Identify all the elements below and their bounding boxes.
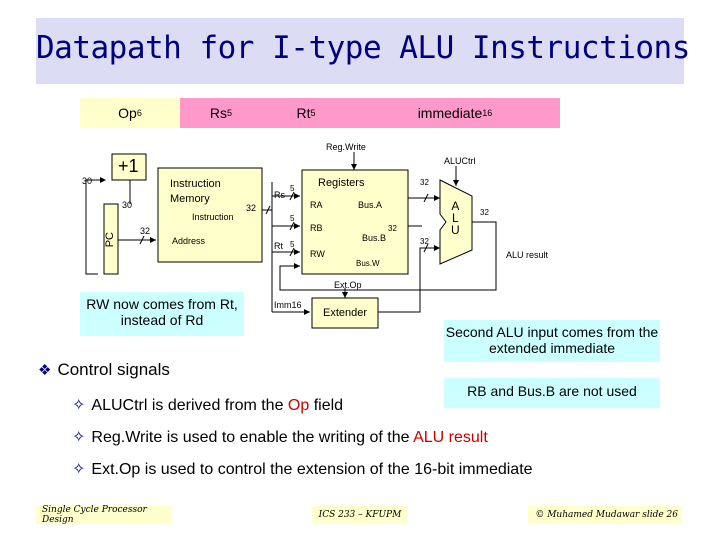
rt-width: 5 (290, 240, 295, 249)
imem-address-label: Address (172, 236, 206, 246)
regwrite-name: Reg.Write (91, 429, 163, 446)
extop-label: Ext.Op (334, 280, 362, 290)
pc-width-top: 30 (82, 176, 93, 186)
extop-name: Ext.Op (91, 461, 141, 478)
alu-letter-u: U (451, 223, 460, 237)
imem-label-1: Instruction (170, 178, 221, 190)
note-alu-bg (444, 320, 660, 362)
imm16-label: Imm16 (274, 300, 302, 310)
footer-course-topic: Single Cycle Processor Design (36, 505, 172, 525)
alu-letter-a: A (451, 199, 460, 213)
control-item-regwrite: ✧ Reg.Write is used to enable the writing… (72, 427, 488, 447)
arrowheads (100, 164, 459, 315)
alu-out-width: 32 (480, 208, 489, 217)
control-item-aluctrl: ✧ ALUCtrl is derived from the Op field (72, 395, 343, 415)
star-bullet-icon: ✧ (72, 429, 86, 446)
note-rb-bg (444, 378, 660, 408)
registers-label: Registers (318, 177, 365, 189)
field-rt-bits: 5 (310, 108, 316, 118)
field-op-label: Op (118, 105, 137, 121)
pc-width-addr: 32 (140, 226, 151, 236)
wires (85, 152, 497, 313)
title-box (36, 18, 684, 84)
port-rb: RB (310, 223, 323, 233)
star-bullet-icon: ✧ (72, 397, 86, 414)
note-alu-input: Second ALU input comes from the extended… (445, 324, 659, 356)
register-file (301, 169, 409, 275)
field-rs-bits: 5 (227, 108, 233, 118)
star-bullet-icon: ✧ (72, 461, 86, 478)
port-busw: Bus.W (356, 259, 380, 268)
incrementer-box (111, 153, 147, 181)
imem-label-2: Memory (170, 193, 210, 205)
extender-label: Extender (322, 307, 368, 319)
field-op-bits: 6 (136, 108, 142, 118)
regwrite-label: Reg.Write (326, 142, 366, 152)
busa-width: 32 (420, 178, 429, 187)
aluctrl-field: Op (287, 397, 310, 414)
pc-register (103, 203, 119, 275)
footer-author-slide: © Muhamed Mudawar slide 26 (528, 506, 682, 524)
rs-width: 5 (290, 184, 295, 193)
instruction-memory (157, 167, 263, 263)
control-heading: ❖ Control signals (38, 360, 170, 380)
alu-result-label: ALU result (506, 250, 549, 260)
incrementer-label: +1 (118, 156, 139, 176)
port-busb: Bus.B (362, 233, 387, 243)
diamond-bullet-icon: ❖ (38, 362, 52, 379)
field-rs-label: Rs (209, 105, 228, 121)
regwrite-target: ALU result (413, 429, 488, 446)
busb-width: 32 (388, 224, 397, 233)
aluctrl-mid: is derived from the (147, 397, 288, 414)
bus-slashes (139, 191, 429, 257)
field-rt-label: Rt (296, 105, 311, 121)
control-heading-text: Control signals (57, 360, 170, 379)
pc-label: PC (104, 232, 116, 248)
extop-text: is used to control the extension of the … (140, 461, 533, 478)
imem-instruction-label: Instruction (192, 212, 234, 222)
aluctrl-label: ALUCtrl (444, 156, 476, 166)
regwrite-mid: is used to enable the writing of the (162, 429, 414, 446)
field-imm-label: immediate (417, 105, 483, 121)
alu-letter-l: L (451, 211, 459, 225)
aluctrl-name: ALUCtrl (91, 397, 148, 414)
rs-wire-label: Rs (274, 190, 285, 200)
port-rw: RW (310, 249, 325, 259)
alu-b-width: 32 (420, 237, 429, 246)
alu-shape (439, 179, 473, 265)
field-imm-bits: 16 (482, 108, 493, 118)
rb-width: 5 (290, 214, 295, 223)
rt-wire-label: Rt (274, 241, 283, 251)
slide-title: Datapath for I-type ALU Instructions (36, 30, 690, 66)
note-rb-unused: RB and Bus.B are not used (467, 383, 637, 399)
port-busa: Bus.A (358, 200, 383, 210)
note-rw-bg (80, 292, 244, 336)
port-ra: RA (310, 200, 323, 210)
footer-course-code: ICS 233 – KFUPM (312, 506, 408, 524)
extender-box (311, 297, 379, 329)
instr-width: 32 (246, 203, 257, 213)
pc-width-mid: 30 (122, 200, 133, 210)
control-item-extop: ✧ Ext.Op is used to control the extension… (72, 459, 533, 479)
aluctrl-end: field (309, 397, 344, 414)
note-rw-from-rt: RW now comes from Rt, instead of Rd (86, 296, 238, 328)
alu-label: A L U (451, 200, 460, 236)
